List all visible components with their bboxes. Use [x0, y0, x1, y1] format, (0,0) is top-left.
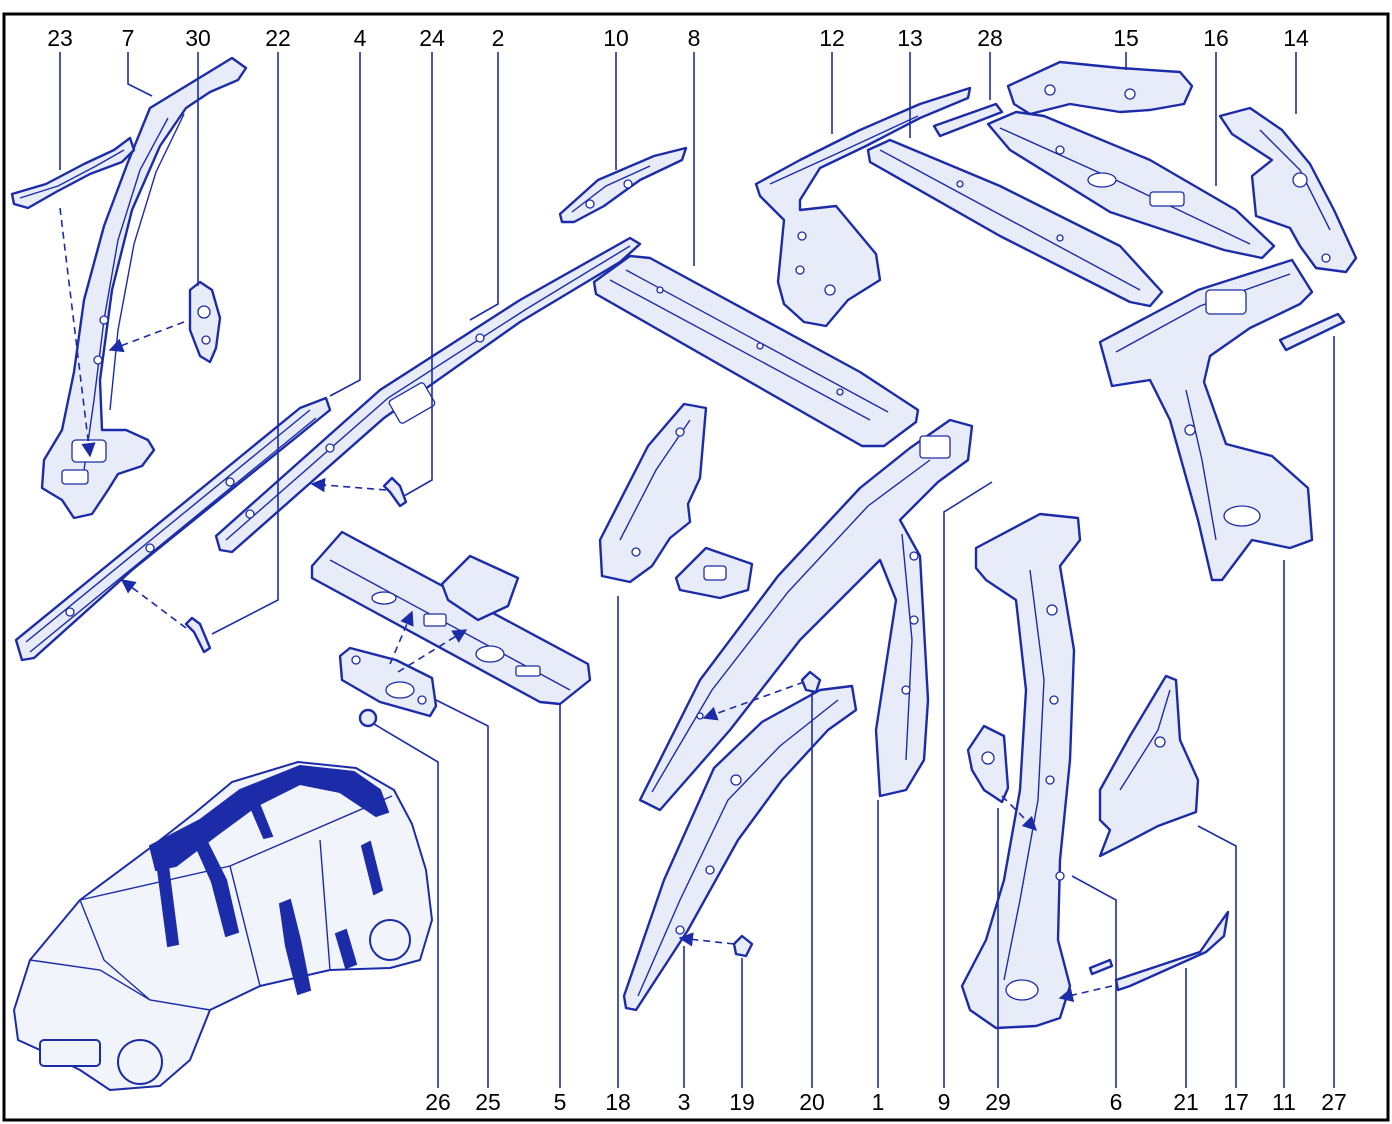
callout-12: 12: [819, 25, 845, 51]
part-bolt-22: [184, 616, 212, 654]
callout-1: 1: [872, 1089, 885, 1115]
part-pillar-bracket-12: [754, 86, 972, 328]
part-floor-crossmember-5: [310, 530, 592, 706]
callout-17: 17: [1223, 1089, 1249, 1115]
part-reinforcement-29: [966, 724, 1010, 804]
part-rear-quarter-14: [1218, 106, 1358, 274]
vehicle-overview-illustration: [13, 761, 433, 1091]
callout-4: 4: [354, 25, 367, 51]
part-sill-strip-21: [1088, 910, 1230, 992]
part-b-pillar-6: [960, 512, 1082, 1030]
part-strip-28: [932, 102, 1004, 138]
part-roof-rail-4: [14, 396, 332, 662]
callout-14: 14: [1283, 25, 1309, 51]
callout-16: 16: [1203, 25, 1229, 51]
part-bracket-23: [10, 136, 136, 210]
leader-lines: [59, 52, 1335, 1088]
part-bracket-10: [558, 146, 688, 224]
callout-5: 5: [554, 1089, 567, 1115]
part-roof-arch-9: [638, 418, 974, 812]
part-cross-member-13: [866, 138, 1164, 308]
callouts-top: 23 7 30 22 4 24 2 10 8 12 13 28 15 16 14: [47, 25, 1309, 51]
part-clip-20: [800, 670, 822, 694]
callout-29: 29: [985, 1089, 1011, 1115]
part-rivet-24: [382, 476, 408, 508]
assembly-arrows: [59, 207, 1113, 1003]
diagram-frame: [2, 12, 1390, 1122]
callout-9: 9: [938, 1089, 951, 1115]
callout-25: 25: [475, 1089, 501, 1115]
callout-23: 23: [47, 25, 73, 51]
part-wheel-arch-17: [1098, 674, 1200, 858]
callout-21: 21: [1173, 1089, 1199, 1115]
callout-18: 18: [605, 1089, 631, 1115]
callout-19: 19: [729, 1089, 755, 1115]
part-bracket-plate-25: [338, 646, 438, 718]
callout-22: 22: [265, 25, 291, 51]
callout-2: 2: [492, 25, 505, 51]
part-strip-27: [1278, 312, 1346, 352]
part-nut-26: [358, 708, 378, 728]
part-rear-header-16: [986, 110, 1276, 260]
callout-24: 24: [419, 25, 445, 51]
part-reinforcement-30: [188, 280, 222, 364]
callout-20: 20: [799, 1089, 825, 1115]
part-clip-19: [732, 934, 754, 958]
callout-11: 11: [1272, 1089, 1296, 1115]
callout-15: 15: [1113, 25, 1139, 51]
part-quarter-piece-18: [598, 402, 708, 584]
callouts-bottom: 26 25 5 18 3 19 20 1 9 29 6 21 17 11 27: [425, 1089, 1347, 1115]
callout-10: 10: [603, 25, 629, 51]
callout-3: 3: [678, 1089, 691, 1115]
part-roof-rail-2: [214, 236, 642, 554]
callout-28: 28: [977, 25, 1003, 51]
part-a-pillar-7: [40, 56, 248, 520]
callout-7: 7: [122, 25, 135, 51]
part-cross-member-8: [592, 254, 920, 448]
callout-30: 30: [185, 25, 211, 51]
part-d-pillar-11: [1098, 258, 1314, 582]
callout-26: 26: [425, 1089, 451, 1115]
callout-27: 27: [1321, 1089, 1347, 1115]
part-upper-bracket-15: [1006, 60, 1194, 116]
callout-8: 8: [688, 25, 701, 51]
part-bracket-1: [674, 546, 754, 600]
callout-6: 6: [1110, 1089, 1123, 1115]
callout-13: 13: [897, 25, 923, 51]
part-a-pillar-lower-3: [622, 684, 858, 1012]
